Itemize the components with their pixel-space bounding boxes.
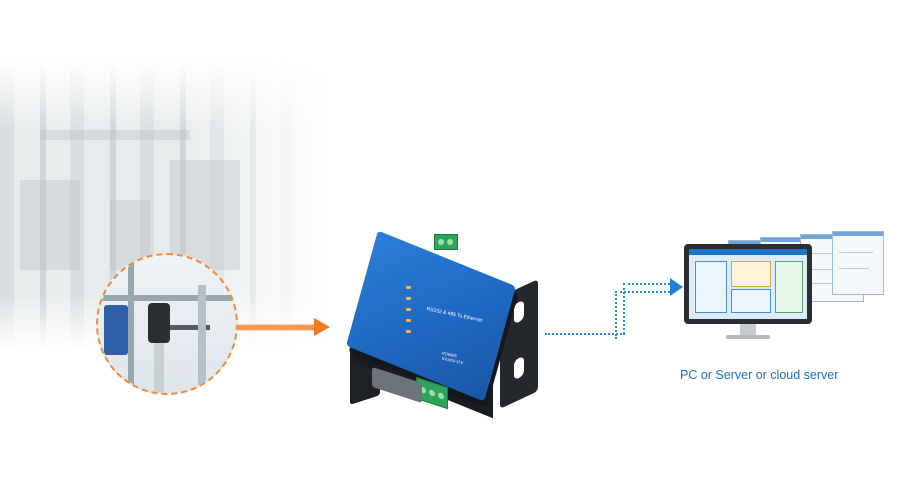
terminal-block-top [434, 234, 458, 250]
target-caption: PC or Server or cloud server [680, 368, 839, 382]
status-led [406, 308, 411, 311]
app-window [832, 231, 884, 295]
network-link-line [545, 333, 625, 335]
data-flow-arrow-line [236, 324, 316, 331]
network-link-line [623, 283, 625, 334]
pump-inset-image [96, 253, 238, 395]
status-led [406, 319, 411, 322]
network-link-line [615, 291, 670, 293]
factory-background [0, 60, 330, 350]
monitor-screen [689, 249, 807, 319]
status-led [406, 330, 411, 333]
serial-ethernet-device: RS232 & 485 To Ethernet POWER 5V1/5V-12V [346, 230, 545, 419]
status-led [406, 297, 411, 300]
network-link-arrow-head [670, 278, 683, 296]
data-flow-arrow-head [314, 318, 330, 336]
network-link-line [623, 283, 670, 285]
status-led [406, 286, 411, 289]
network-link-line [615, 291, 617, 339]
computer-monitor-icon [684, 244, 812, 344]
